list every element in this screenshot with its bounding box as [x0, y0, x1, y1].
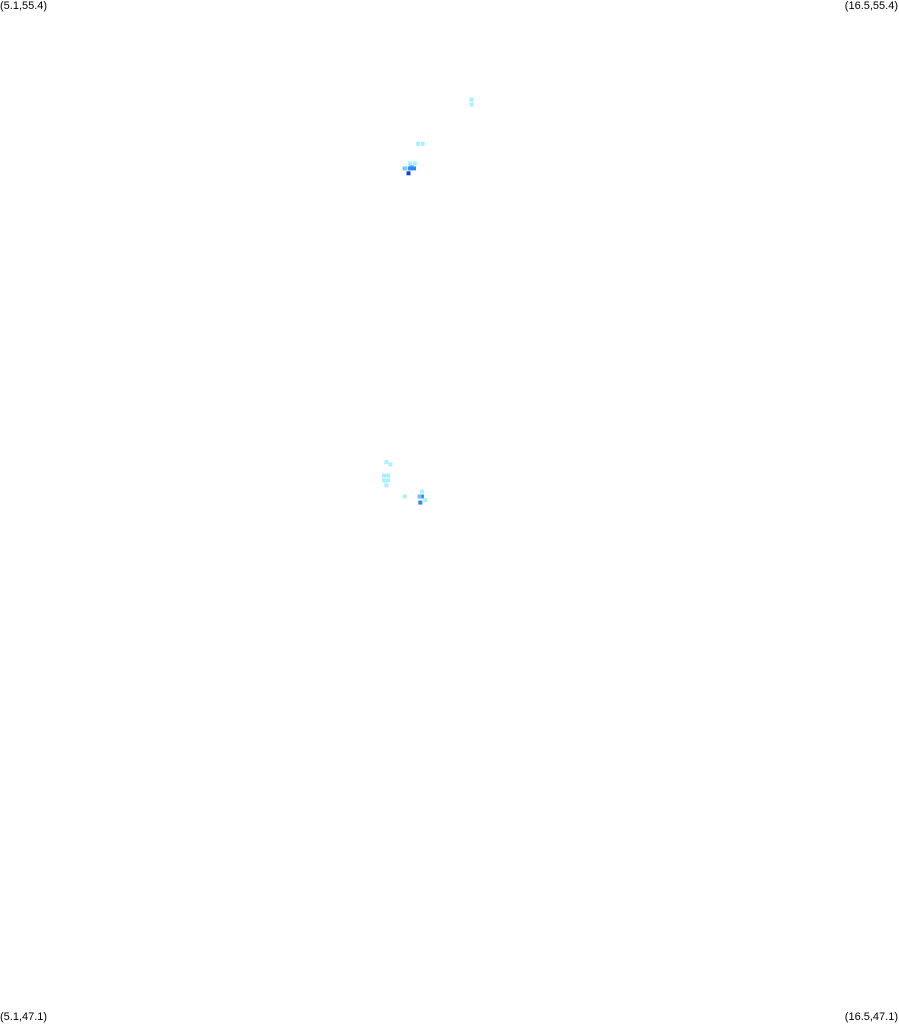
density-cell — [386, 473, 390, 478]
corner-label-bottom-right: (16.5,47.1) — [844, 1011, 898, 1023]
corner-label-bottom-left: (5.1,47.1) — [0, 1011, 48, 1023]
density-cell — [423, 498, 428, 503]
density-cell — [417, 494, 422, 499]
density-cell — [408, 166, 413, 171]
density-cell — [384, 460, 389, 465]
density-cell — [416, 141, 420, 146]
density-cell — [402, 494, 407, 499]
density-cell — [382, 478, 386, 483]
density-cell — [419, 489, 424, 494]
density-cell — [469, 97, 474, 102]
density-cell — [384, 483, 389, 488]
density-cell — [402, 166, 407, 171]
density-cell — [404, 166, 409, 171]
corner-label-top-right: (16.5,55.4) — [844, 0, 898, 12]
corner-label-top-left: (5.1,55.4) — [0, 0, 48, 12]
density-cell — [408, 161, 413, 166]
density-cell — [469, 102, 474, 107]
density-cell — [382, 473, 386, 478]
density-cell — [420, 141, 425, 146]
density-cell — [386, 478, 390, 483]
density-cell — [412, 166, 416, 171]
density-cell — [418, 500, 423, 505]
density-cell — [406, 171, 411, 176]
density-cell — [412, 161, 417, 166]
density-cell — [388, 462, 393, 467]
density-cell — [419, 494, 424, 499]
